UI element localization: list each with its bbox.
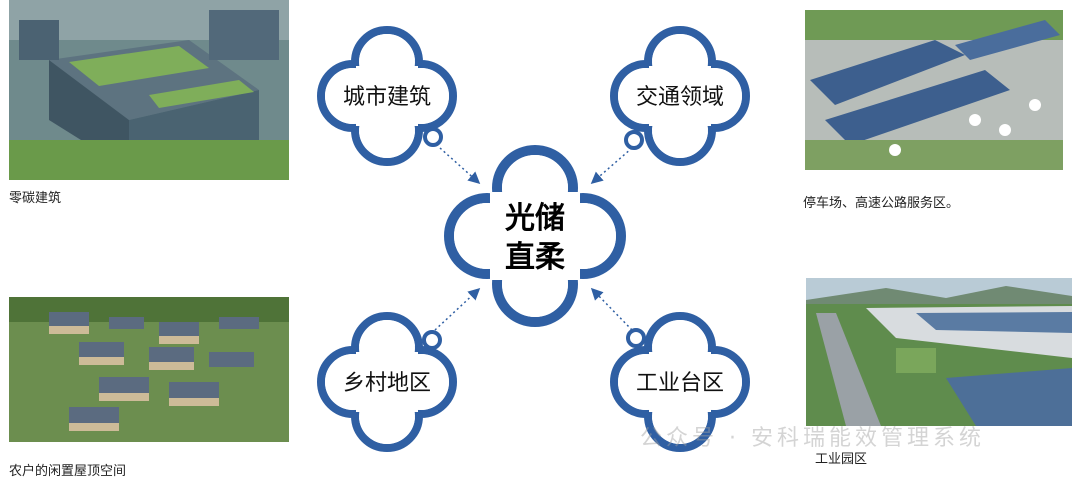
arrow-industry-to-center — [590, 287, 633, 331]
node-city: 城市建筑 — [317, 26, 457, 166]
center-node: 光储 直柔 — [444, 145, 626, 327]
node-traffic: 交通领域 — [610, 26, 750, 166]
node-city-connector — [423, 127, 443, 147]
arrow-traffic-to-center — [590, 147, 633, 184]
photo-industrial-park — [806, 278, 1072, 426]
center-label-line1: 光储 — [505, 201, 565, 236]
node-industry-label: 工业台区 — [636, 371, 724, 396]
node-rural-connector — [422, 330, 442, 350]
node-city-label: 城市建筑 — [343, 85, 431, 110]
photo-parking-lot — [805, 10, 1063, 170]
node-traffic-connector — [624, 130, 644, 150]
photo-rural-houses — [9, 297, 289, 442]
arrow-rural-to-center — [434, 287, 481, 331]
node-industry: 工业台区 — [610, 312, 750, 452]
caption-top-left: 零碳建筑 — [9, 191, 62, 206]
node-rural-label: 乡村地区 — [343, 371, 431, 396]
node-traffic-label: 交通领域 — [636, 85, 724, 110]
node-industry-connector — [626, 328, 646, 348]
watermark: 公众号 · 安科瑞能效管理系统 — [640, 426, 985, 451]
arrow-city-to-center — [439, 147, 481, 185]
node-rural: 乡村地区 — [317, 312, 457, 452]
caption-bottom-left: 农户的闲置屋顶空间 — [9, 464, 127, 479]
center-label-line2: 直柔 — [505, 240, 565, 275]
caption-top-right: 停车场、高速公路服务区。 — [803, 196, 960, 211]
photo-zero-carbon-building — [9, 0, 289, 180]
caption-bottom-right: 工业园区 — [815, 452, 868, 467]
